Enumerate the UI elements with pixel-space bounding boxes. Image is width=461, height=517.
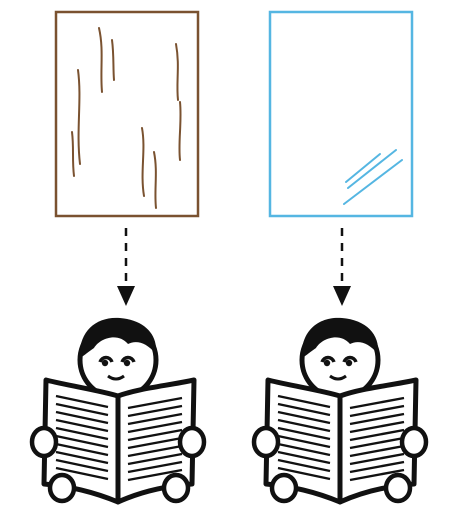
reader-right	[254, 318, 426, 502]
arrow-left	[117, 228, 135, 306]
reader-left	[32, 318, 204, 502]
arrow-right	[333, 228, 351, 306]
glass-panel-icon	[270, 12, 412, 216]
wood-panel-icon	[56, 12, 198, 216]
